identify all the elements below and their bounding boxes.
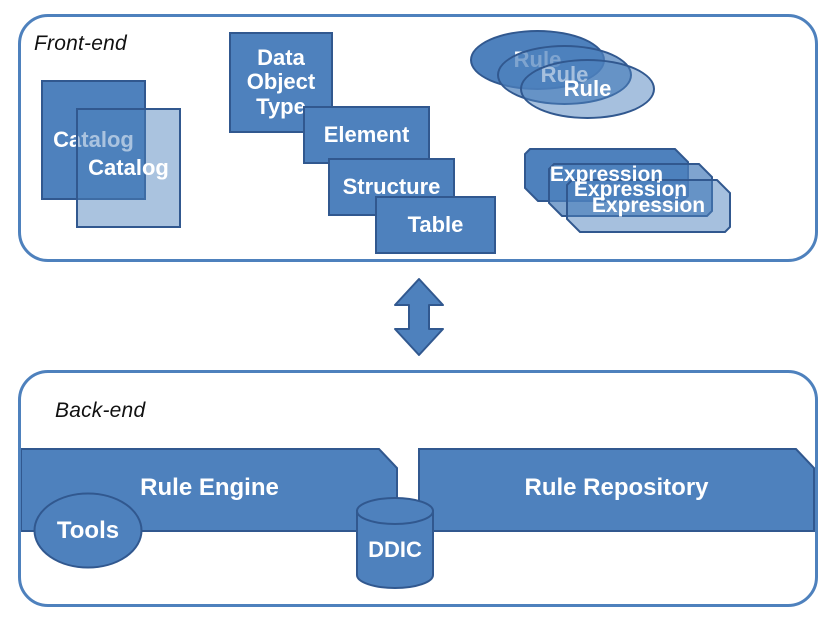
data-object-type-label: Data Object Type [246,44,316,119]
expression-front-label: Expression [591,194,706,217]
structure-label: Structure [342,173,441,199]
ddic-cylinder-icon [356,497,434,589]
table-shape[interactable]: Table [375,196,496,254]
catalog-back-label: Catalog [53,126,134,152]
rule-repository-shape[interactable]: Rule Repository [418,448,815,532]
rule-ellipse-front[interactable]: Rule [520,59,655,119]
bidirectional-arrow [392,277,446,357]
expression-front-outline [566,179,731,233]
rule-repository-outline [418,448,815,532]
rule-front-label: Rule [563,76,612,101]
catalog-shape-front[interactable]: Catalog [76,108,181,228]
tools-shape[interactable]: Tools [33,492,143,569]
element-shape[interactable]: Element [303,106,430,164]
data-object-type-shape[interactable]: Data Object Type [229,32,333,133]
tools-outline [33,492,143,569]
catalog-shape-back[interactable]: Catalog [41,80,146,200]
catalog-front-label: Catalog [88,154,169,180]
ddic-cylinder-shape[interactable]: DDIC [355,497,435,589]
table-label: Table [407,211,464,237]
backend-zone-label: Back-end [55,399,146,422]
expression-back-label: Expression [549,163,664,186]
expression-middle-label: Expression [573,178,688,201]
bidirectional-arrow-icon [394,278,444,356]
frontend-zone-label: Front-end [34,32,127,55]
element-label: Element [323,121,410,147]
expression-shape-front[interactable]: Expression [566,179,731,233]
